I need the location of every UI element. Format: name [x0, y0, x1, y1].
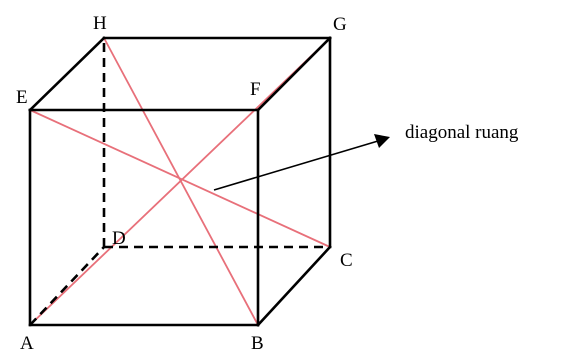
arrow-head-icon: [374, 134, 390, 148]
edge-bc: [256, 245, 332, 327]
vertex-label-g: G: [333, 14, 347, 35]
edge-fg: [256, 36, 332, 112]
hidden-edges: [29, 38, 330, 326]
vertex-label-d: D: [112, 228, 126, 249]
vertex-label-a: A: [20, 333, 34, 354]
visible-edges: [28, 36, 332, 327]
vertex-label-e: E: [16, 87, 28, 108]
vertex-label-f: F: [250, 79, 261, 100]
arrow-shaft: [213, 140, 379, 191]
space-diagonals: [29, 37, 331, 326]
diagonal-ce: [29, 109, 331, 248]
annotation-arrow: [213, 134, 390, 191]
edge-ad: [29, 246, 105, 326]
edge-eh: [28, 36, 106, 112]
diagonal-ruang-label: diagonal ruang: [405, 122, 519, 143]
diagonal-bh: [103, 37, 259, 326]
vertex-label-c: C: [340, 250, 353, 271]
vertex-label-h: H: [93, 13, 107, 34]
vertex-label-b: B: [251, 333, 264, 354]
